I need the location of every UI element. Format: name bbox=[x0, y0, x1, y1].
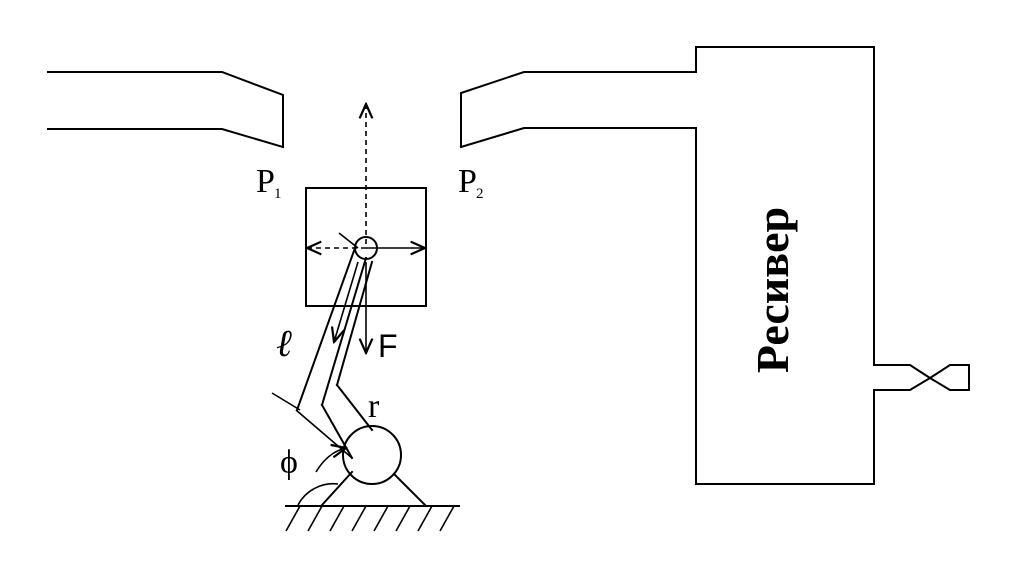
crank-disc bbox=[342, 425, 402, 485]
crank-link bbox=[320, 383, 374, 460]
label-force: F bbox=[378, 328, 398, 364]
ground-hatching bbox=[285, 505, 460, 532]
crank-support bbox=[297, 470, 427, 507]
right-duct bbox=[459, 46, 875, 485]
label-p1: P bbox=[256, 163, 275, 200]
label-receiver: Ресивер bbox=[747, 207, 798, 373]
crank-angle-arc bbox=[315, 448, 346, 473]
label-crank-angle: ϕ bbox=[280, 444, 298, 481]
left-duct bbox=[47, 71, 285, 149]
connecting-rod bbox=[295, 232, 374, 412]
receiver-valve bbox=[873, 364, 970, 391]
label-p2: P bbox=[458, 163, 477, 200]
label-p2-subscript: 2 bbox=[476, 186, 484, 202]
label-rod-length: ℓ bbox=[276, 323, 292, 365]
label-crank-radius: r bbox=[368, 388, 380, 425]
rod-force-arrow bbox=[334, 261, 359, 342]
label-p1-subscript: 1 bbox=[274, 186, 282, 202]
